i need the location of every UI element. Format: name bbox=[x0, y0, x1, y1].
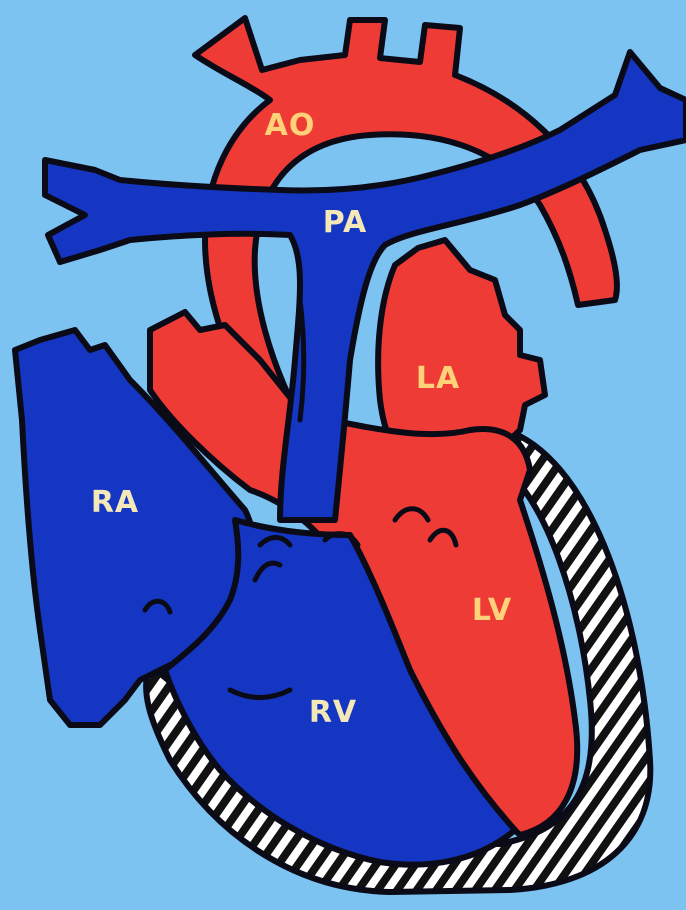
label-pulmonary-artery: PA bbox=[323, 205, 367, 240]
label-left-atrium: LA bbox=[416, 361, 460, 396]
label-right-ventricle: RV bbox=[309, 695, 357, 730]
label-aorta: AO bbox=[265, 108, 316, 143]
label-right-atrium: RA bbox=[91, 485, 139, 520]
label-left-ventricle: LV bbox=[472, 593, 512, 628]
